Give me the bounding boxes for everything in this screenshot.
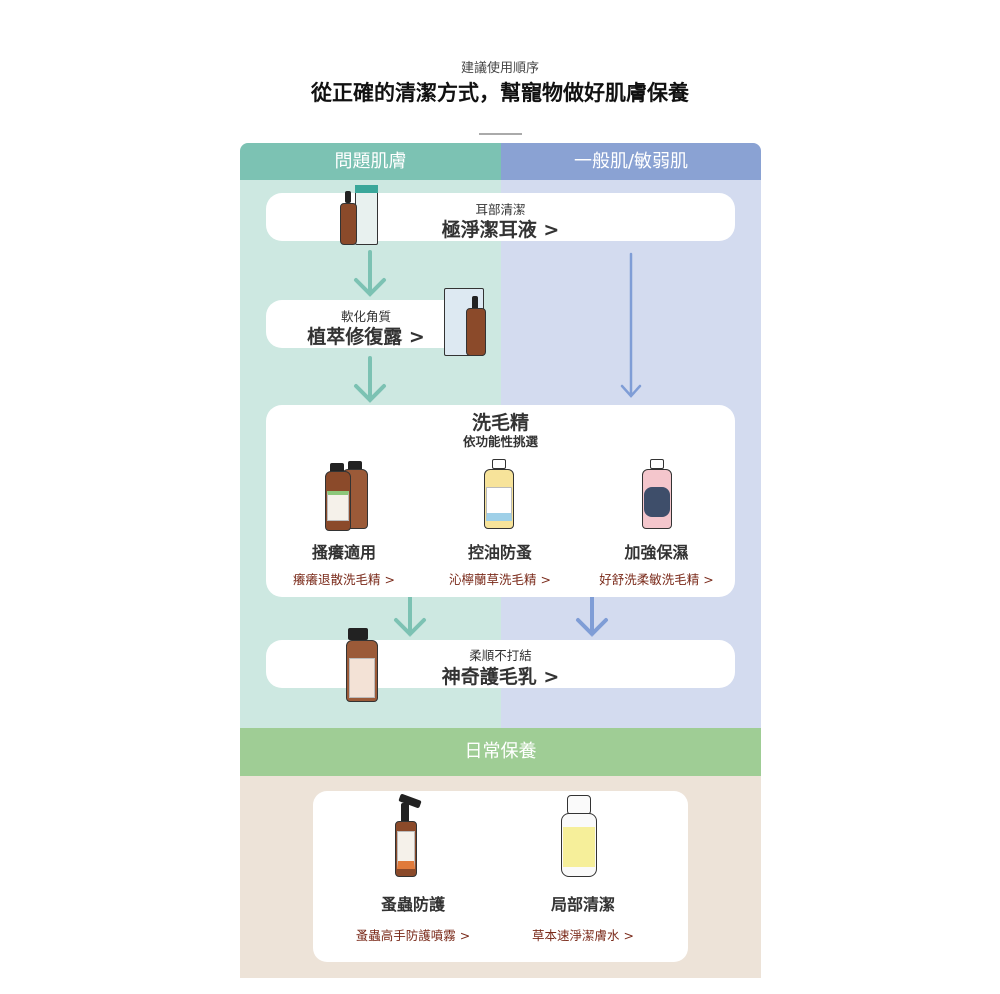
product-link[interactable]: 蚤蟲高手防護噴霧 >	[355, 928, 471, 943]
arrow-down-icon	[620, 252, 642, 398]
column-header-problem-skin: 問題肌膚	[240, 143, 501, 180]
item-label: 蚤蟲防護	[380, 895, 445, 914]
shampoo-item-moisture[interactable]: 加強保濕 好舒洗柔敏洗毛精 >	[578, 455, 735, 595]
arrow-down-icon	[576, 592, 608, 637]
shampoo-subtitle: 依功能性挑選	[462, 434, 538, 449]
item-label: 加強保濕	[624, 543, 689, 562]
product-link[interactable]: 沁檸蘭草洗毛精 >	[449, 572, 551, 587]
page-title: 從正確的清潔方式，幫寵物做好肌膚保養	[311, 81, 689, 105]
flow-arrows	[354, 250, 642, 637]
item-label: 局部清潔	[550, 895, 615, 914]
product-link-ear-cleaner[interactable]: 極淨潔耳液 >	[441, 219, 560, 241]
divider	[479, 133, 522, 135]
flea-spray-image	[391, 793, 431, 879]
arrow-down-icon	[394, 592, 426, 637]
arrow-down-icon	[354, 250, 386, 297]
column-header-normal-skin: 一般肌/敏弱肌	[501, 143, 761, 180]
shampoo-card: 洗毛精 依功能性挑選 搔癢適用 癢癢退散洗毛精 > 控油防蚤 沁檸蘭草洗毛精 >…	[266, 405, 735, 597]
shampoo-item-oil-flea[interactable]: 控油防蚤 沁檸蘭草洗毛精 >	[422, 455, 578, 595]
conditioner-product-image	[344, 628, 380, 704]
product-link[interactable]: 癢癢退散洗毛精 >	[293, 572, 395, 587]
repair-lotion-product-image	[442, 286, 498, 358]
itch-shampoo-image	[322, 461, 372, 531]
product-link-conditioner[interactable]: 神奇護毛乳 >	[441, 666, 560, 688]
arrow-down-icon	[354, 356, 386, 403]
daily-care-header: 日常保養	[240, 728, 761, 776]
spot-cleaner-image	[557, 795, 601, 881]
item-label: 搔癢適用	[311, 543, 376, 562]
product-link-repair-lotion[interactable]: 植萃修復露 >	[307, 326, 425, 348]
item-label: 控油防蚤	[467, 543, 532, 562]
ear-cleaner-product-image	[335, 183, 380, 248]
step-label: 耳部清潔	[475, 202, 526, 217]
section-subtitle: 建議使用順序	[460, 61, 539, 76]
shampoo-item-itch[interactable]: 搔癢適用 癢癢退散洗毛精 >	[266, 455, 422, 595]
soften-keratin-card[interactable]: 軟化角質 植萃修復露 >	[266, 300, 466, 348]
daily-care-card: 蚤蟲防護 蚤蟲高手防護噴霧 > 局部清潔 草本速淨潔膚水 >	[313, 791, 688, 962]
moisture-shampoo-image	[640, 459, 676, 531]
conditioner-card[interactable]: 柔順不打結 神奇護毛乳 >	[266, 640, 735, 688]
oil-control-shampoo-image	[482, 459, 518, 531]
step-label: 軟化角質	[340, 309, 391, 324]
step-label: 柔順不打結	[469, 648, 532, 663]
daily-item-flea-protection[interactable]: 蚤蟲防護 蚤蟲高手防護噴霧 >	[343, 791, 483, 962]
daily-item-spot-cleaning[interactable]: 局部清潔 草本速淨潔膚水 >	[513, 791, 653, 962]
product-link[interactable]: 好舒洗柔敏洗毛精 >	[599, 572, 714, 587]
shampoo-title: 洗毛精	[471, 412, 529, 434]
product-link[interactable]: 草本速淨潔膚水 >	[532, 928, 634, 943]
